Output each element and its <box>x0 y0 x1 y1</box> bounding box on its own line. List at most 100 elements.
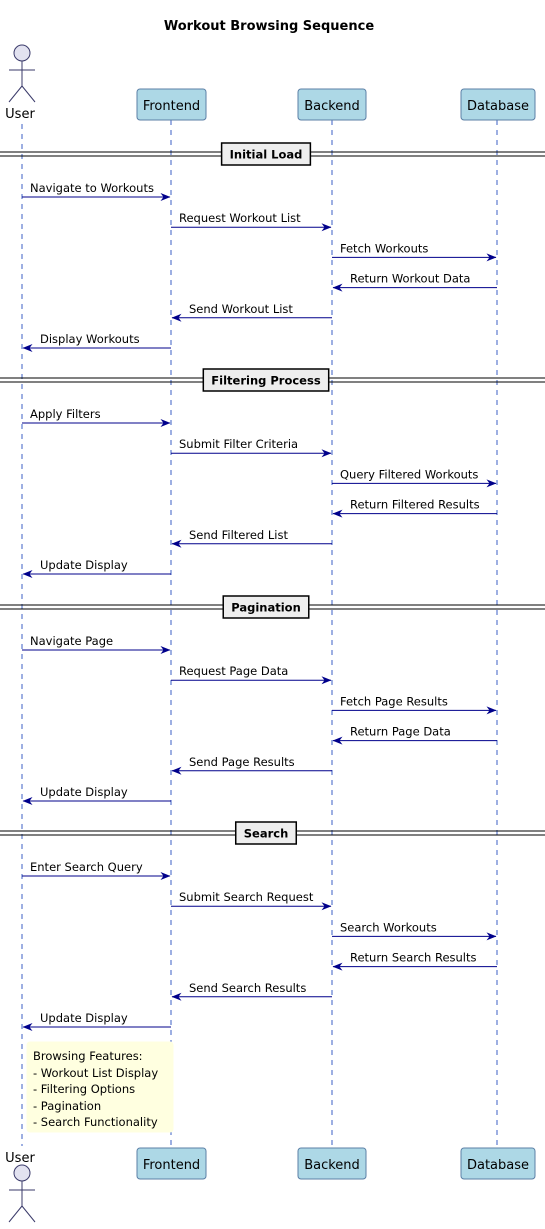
message-label: Update Display <box>40 785 128 799</box>
message-label: Send Page Results <box>189 755 295 769</box>
note-line: - Search Functionality <box>33 1115 158 1129</box>
message-arrow: Update Display <box>22 785 171 805</box>
message-arrow: Send Filtered List <box>171 528 332 548</box>
participant-label: Database <box>467 99 529 114</box>
message-arrow: Update Display <box>22 558 171 578</box>
message-arrow: Return Filtered Results <box>332 498 497 518</box>
message-label: Update Display <box>40 558 128 572</box>
section-label: Pagination <box>231 601 301 615</box>
participant-box <box>297 1147 367 1180</box>
message-label: Navigate Page <box>30 634 113 648</box>
participant-backend-bottom: Backend <box>297 1147 367 1180</box>
section-label-box <box>234 821 298 845</box>
message-label: Apply Filters <box>30 407 101 421</box>
message-arrow: Query Filtered Workouts <box>332 467 497 488</box>
actor-label: User <box>5 107 35 122</box>
message-label: Send Search Results <box>189 981 306 995</box>
actor-leg-left <box>8 85 23 103</box>
actor-label: User <box>5 1151 35 1166</box>
note-line: - Filtering Options <box>33 1082 135 1096</box>
participant-label: Backend <box>304 99 360 114</box>
message-label: Return Filtered Results <box>350 498 480 512</box>
section-label-box <box>220 142 312 166</box>
section-label-box <box>222 595 310 619</box>
actor-leg-right <box>21 1205 36 1223</box>
message-arrow: Apply Filters <box>22 407 171 427</box>
message-label: Send Filtered List <box>189 528 288 542</box>
section-divider: Filtering Process <box>0 368 545 392</box>
participant-label: Frontend <box>143 99 200 114</box>
message-label: Fetch Workouts <box>340 241 428 255</box>
message-label: Display Workouts <box>40 332 140 346</box>
participant-database-bottom: Database <box>460 1147 536 1180</box>
message-label: Fetch Page Results <box>340 694 448 708</box>
lifelines <box>21 120 498 1148</box>
actor-leg-left <box>8 1205 23 1223</box>
message-arrow: Request Workout List <box>171 211 332 232</box>
message-arrow: Update Display <box>22 1011 171 1031</box>
note-line: - Pagination <box>33 1099 101 1113</box>
message-arrow: Request Page Data <box>171 664 332 685</box>
message-arrow: Search Workouts <box>332 920 497 941</box>
participant-header-top: User Frontend Backend Database <box>5 44 536 122</box>
actor-head <box>13 1164 31 1182</box>
note-box <box>26 1041 174 1133</box>
message-label: Submit Filter Criteria <box>179 437 298 451</box>
message-arrow: Navigate to Workouts <box>22 181 171 201</box>
message-label: Query Filtered Workouts <box>340 467 478 481</box>
message-arrow: Send Search Results <box>171 981 332 1001</box>
message-arrow: Return Search Results <box>332 951 497 971</box>
message-arrow: Submit Search Request <box>171 890 332 911</box>
message-label: Submit Search Request <box>179 890 314 904</box>
message-arrow: Fetch Workouts <box>332 241 497 262</box>
participant-label: Backend <box>304 1158 360 1173</box>
message-arrow: Return Workout Data <box>332 272 497 292</box>
note-line: Browsing Features: <box>33 1049 143 1063</box>
section-label-box <box>202 368 330 392</box>
participant-box <box>297 88 367 121</box>
section-divider: Pagination <box>0 595 545 619</box>
browsing-features-note: Browsing Features: - Workout List Displa… <box>26 1041 174 1133</box>
actor-leg-right <box>21 85 36 103</box>
diagram-title: Workout Browsing Sequence <box>164 19 375 34</box>
participant-box <box>136 1147 207 1180</box>
message-label: Request Workout List <box>179 211 301 225</box>
actor-user-top: User <box>5 44 36 122</box>
message-arrow: Submit Filter Criteria <box>171 437 332 458</box>
participant-box <box>136 88 207 121</box>
section-label: Search <box>244 827 289 841</box>
message-label: Return Page Data <box>350 725 451 739</box>
section-label: Initial Load <box>230 148 303 162</box>
participant-label: Database <box>467 1158 529 1173</box>
message-label: Return Workout Data <box>350 272 470 286</box>
message-label: Send Workout List <box>189 302 293 316</box>
section-divider: Initial Load <box>0 142 545 166</box>
participant-frontend-top: Frontend <box>136 88 207 121</box>
participant-database-top: Database <box>460 88 536 121</box>
message-label: Search Workouts <box>340 920 437 934</box>
message-arrow: Send Workout List <box>171 302 332 322</box>
message-arrow: Enter Search Query <box>22 860 171 880</box>
section-label: Filtering Process <box>211 374 321 388</box>
message-arrow: Send Page Results <box>171 755 332 775</box>
message-arrow: Fetch Page Results <box>332 694 497 715</box>
message-arrow: Display Workouts <box>22 332 171 352</box>
actor-user-bottom: User <box>5 1151 36 1223</box>
participant-box <box>460 88 536 121</box>
message-label: Enter Search Query <box>30 860 143 874</box>
participant-backend-top: Backend <box>297 88 367 121</box>
message-arrow: Navigate Page <box>22 634 171 654</box>
participant-box <box>460 1147 536 1180</box>
participant-header-bottom: User Frontend Backend Database <box>5 1147 536 1223</box>
participant-label: Frontend <box>143 1158 200 1173</box>
message-label: Navigate to Workouts <box>30 181 154 195</box>
message-label: Request Page Data <box>179 664 288 678</box>
actor-head <box>13 44 31 62</box>
message-label: Return Search Results <box>350 951 477 965</box>
message-label: Update Display <box>40 1011 128 1025</box>
note-line: - Workout List Display <box>33 1066 158 1080</box>
message-arrow: Return Page Data <box>332 725 497 745</box>
